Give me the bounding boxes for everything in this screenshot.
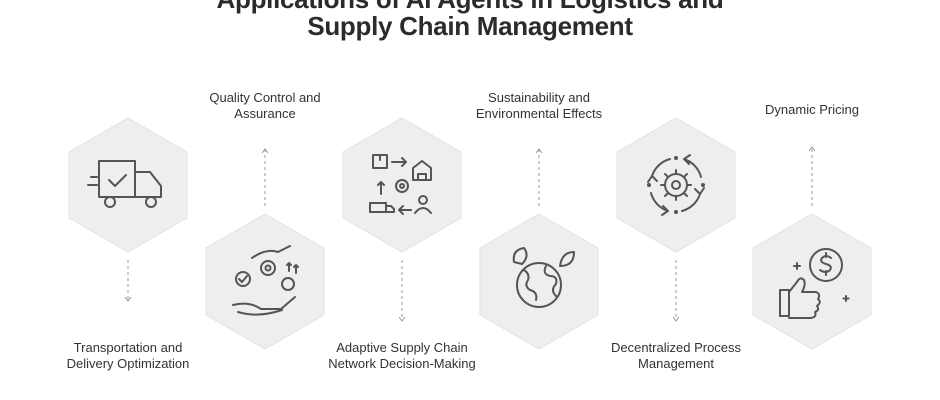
node-decentralized-process (616, 117, 736, 322)
connector-arrowhead-dynamic-pricing (808, 146, 816, 152)
connector-arrowhead-decentralized-process (672, 316, 680, 322)
hex-decentralized-process (616, 117, 736, 253)
node-transportation (68, 117, 188, 302)
label-adaptive-supply-chain: Adaptive Supply Chain Network Decision-M… (328, 340, 476, 371)
supply-network-icon (369, 154, 432, 215)
label-dynamic-pricing: Dynamic Pricing (765, 102, 859, 117)
globe-leaf-icon (512, 247, 575, 308)
hand-gears-icon (232, 245, 299, 316)
node-dynamic-pricing (752, 146, 872, 350)
label-decentralized-process: Decentralized Process Management (610, 340, 742, 371)
node-adaptive-supply-chain (342, 117, 462, 322)
hex-sustainability (479, 213, 599, 350)
hex-quality-control (205, 213, 325, 350)
hex-dynamic-pricing (752, 213, 872, 350)
label-quality-control: Quality Control and Assurance (209, 90, 321, 121)
diagram-title-line-1: Applications of AI Agents in Logistics a… (0, 0, 940, 14)
node-quality-control (205, 148, 325, 350)
connector-arrowhead-adaptive-supply-chain (398, 316, 406, 322)
connector-arrowhead-quality-control (261, 148, 269, 154)
diagram-title-line-2: Supply Chain Management (307, 11, 633, 41)
connector-arrowhead-sustainability (535, 148, 543, 154)
node-sustainability (479, 148, 599, 350)
gear-cycle-icon (647, 154, 705, 216)
connector-arrowhead-transportation (124, 296, 132, 302)
thumbs-up-dollar-icon (779, 248, 850, 319)
label-transportation: Transportation and Delivery Optimization (66, 340, 190, 371)
hex-transportation (68, 117, 188, 253)
truck-icon (87, 160, 162, 208)
label-sustainability: Sustainability and Environmental Effects (475, 90, 603, 121)
